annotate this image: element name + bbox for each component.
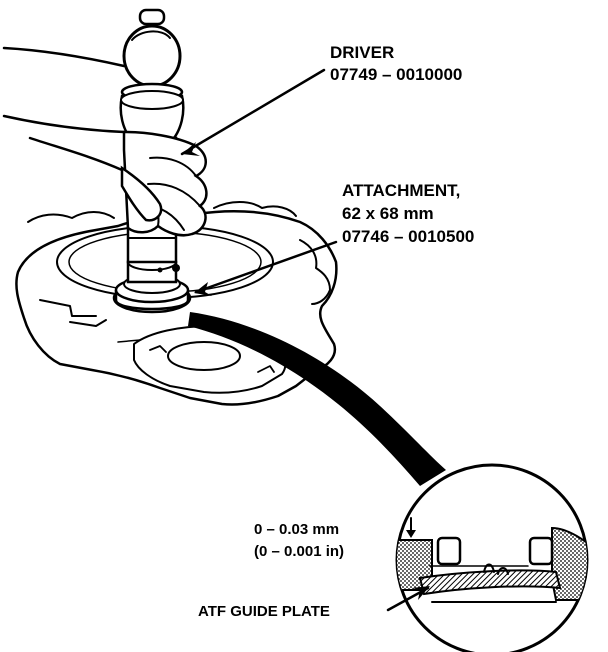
- attachment-label: ATTACHMENT,: [342, 181, 460, 200]
- hand: [2, 46, 208, 237]
- leader-lines: [180, 68, 338, 296]
- clearance-mm-label: 0 – 0.03 mm: [254, 521, 339, 538]
- driver-label: DRIVER: [330, 43, 394, 62]
- attachment-size: 62 x 68 mm: [342, 204, 434, 223]
- driver-part-number: 07749 – 0010000: [330, 65, 462, 84]
- atf-guide-plate-label: ATF GUIDE PLATE: [198, 603, 330, 620]
- clearance-in-label: (0 – 0.001 in): [254, 543, 344, 560]
- attachment-part-number: 07746 – 0010500: [342, 227, 474, 246]
- detail-view: [395, 463, 589, 652]
- magnification-wedge: [188, 312, 446, 486]
